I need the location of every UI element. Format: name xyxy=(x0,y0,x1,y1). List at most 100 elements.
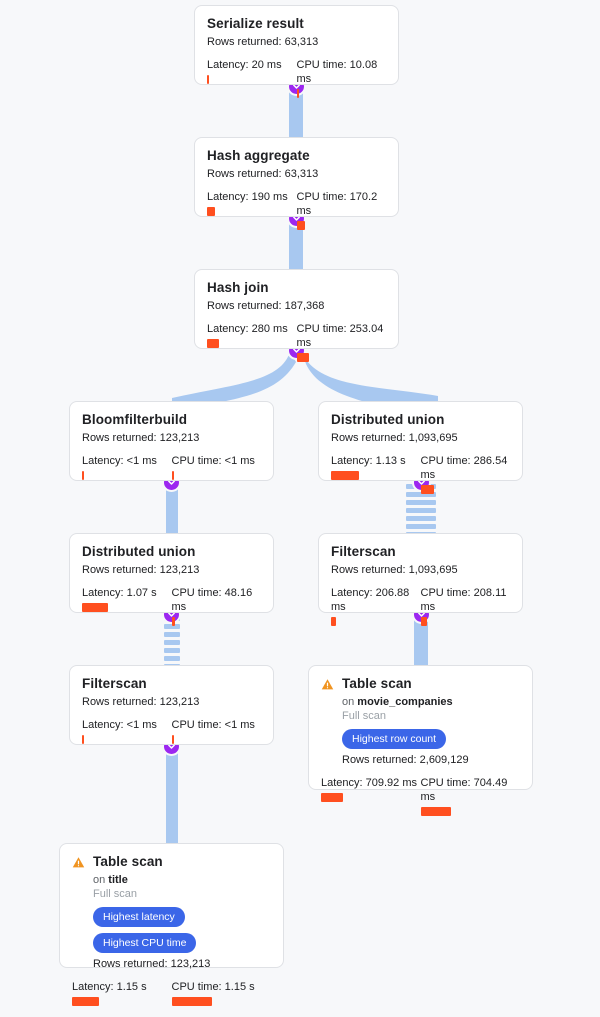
edge-hashjoin-bloomfilterbuild xyxy=(172,352,296,412)
latency-label: Latency: 20 ms xyxy=(207,59,282,71)
node-rows-returned: Rows returned: 63,313 xyxy=(207,168,319,180)
cpu-label: CPU time: 208.11 ms xyxy=(420,587,507,613)
node-title: Bloomfilterbuild xyxy=(82,412,188,427)
latency-metric: Latency: 1.15 s xyxy=(72,980,172,1006)
node-title: Distributed union xyxy=(331,412,445,427)
cpu-metric: CPU time: <1 ms xyxy=(171,454,262,480)
cpu-label: CPU time: 48.16 ms xyxy=(171,587,253,613)
node-metrics: Latency: 206.88 ms CPU time: 208.11 ms xyxy=(331,586,510,626)
plan-node-table-scan-movie-companies[interactable]: Table scan on movie_companies Full scan … xyxy=(308,665,533,816)
node-metrics: Latency: <1 ms CPU time: <1 ms xyxy=(82,454,261,480)
node-rows-returned: Rows returned: 123,213 xyxy=(82,432,200,444)
latency-label: Latency: 280 ms xyxy=(207,323,288,335)
cpu-metric: CPU time: 253.04 ms xyxy=(296,322,387,362)
latency-metric: Latency: <1 ms xyxy=(82,454,172,480)
edge-serialize-hashaggregate xyxy=(289,85,303,137)
latency-label: Latency: <1 ms xyxy=(82,455,157,467)
node-rows-returned: Rows returned: 1,093,695 xyxy=(331,432,458,444)
plan-node-hash-join[interactable]: Hash join Rows returned: 187,368 Latency… xyxy=(194,269,399,362)
node-metrics: Latency: 20 ms CPU time: 10.08 ms xyxy=(207,58,386,98)
edge-hashaggregate-hashjoin xyxy=(289,217,303,269)
cpu-label: CPU time: 286.54 ms xyxy=(420,455,508,481)
cpu-bar xyxy=(420,617,427,626)
cpu-metric: CPU time: 170.2 ms xyxy=(296,190,387,230)
node-rows-returned: Rows returned: 123,213 xyxy=(82,564,200,576)
node-badges: Highest latency Highest CPU time xyxy=(93,907,271,953)
node-title: Table scan xyxy=(93,854,163,869)
latency-metric: Latency: 206.88 ms xyxy=(331,586,421,626)
cpu-metric: CPU time: 1.15 s xyxy=(171,980,272,1006)
cpu-bar xyxy=(296,89,299,98)
latency-label: Latency: 1.15 s xyxy=(72,981,147,993)
cpu-label: CPU time: 704.49 ms xyxy=(420,777,508,803)
node-metrics: Latency: 1.07 s CPU time: 48.16 ms xyxy=(82,586,261,626)
warning-icon xyxy=(72,856,85,874)
edge-filterscan-right-tablescan xyxy=(414,613,428,671)
node-badges: Highest row count xyxy=(342,729,520,749)
cpu-label: CPU time: <1 ms xyxy=(171,455,255,467)
plan-node-filterscan-right[interactable]: Filterscan Rows returned: 1,093,695 Late… xyxy=(318,533,523,626)
node-header-text: Table scan on movie_companies Full scan … xyxy=(342,676,520,768)
plan-node-distributed-union-left[interactable]: Distributed union Rows returned: 123,213… xyxy=(69,533,274,626)
cpu-bar xyxy=(296,353,309,362)
latency-label: Latency: 1.07 s xyxy=(82,587,157,599)
plan-node-distributed-union-right[interactable]: Distributed union Rows returned: 1,093,6… xyxy=(318,401,523,494)
node-table-line: on title xyxy=(93,873,271,887)
latency-bar xyxy=(331,617,336,626)
cpu-bar xyxy=(420,807,451,816)
node-rows-returned: Rows returned: 1,093,695 xyxy=(331,564,458,576)
node-rows-returned: Rows returned: 123,213 xyxy=(82,696,200,708)
plan-node-hash-aggregate[interactable]: Hash aggregate Rows returned: 63,313 Lat… xyxy=(194,137,399,230)
cpu-bar xyxy=(420,485,434,494)
cpu-bar xyxy=(171,997,212,1006)
latency-label: Latency: 190 ms xyxy=(207,191,288,203)
node-scan-type: Full scan xyxy=(93,888,138,900)
cpu-bar xyxy=(171,471,174,480)
latency-metric: Latency: 709.92 ms xyxy=(321,776,421,816)
node-metrics: Latency: 190 ms CPU time: 170.2 ms xyxy=(207,190,386,230)
node-metrics: Latency: 1.13 s CPU time: 286.54 ms xyxy=(331,454,510,494)
latency-metric: Latency: 1.13 s xyxy=(331,454,421,494)
cpu-label: CPU time: 10.08 ms xyxy=(296,59,378,85)
node-metrics: Latency: 280 ms CPU time: 253.04 ms xyxy=(207,322,386,362)
latency-label: Latency: 709.92 ms xyxy=(321,777,418,789)
latency-label: Latency: 206.88 ms xyxy=(331,587,410,613)
cpu-label: CPU time: 1.15 s xyxy=(171,981,255,993)
plan-node-filterscan-left[interactable]: Filterscan Rows returned: 123,213 Latenc… xyxy=(69,665,274,745)
node-title: Filterscan xyxy=(82,676,147,691)
badge-highest-cpu-time[interactable]: Highest CPU time xyxy=(93,933,197,953)
latency-bar xyxy=(82,603,108,612)
table-name: title xyxy=(108,874,128,886)
latency-metric: Latency: 190 ms xyxy=(207,190,297,230)
cpu-label: CPU time: <1 ms xyxy=(171,719,255,731)
node-rows-returned: Rows returned: 63,313 xyxy=(207,36,319,48)
node-scan-type: Full scan xyxy=(342,710,387,722)
badge-highest-row-count[interactable]: Highest row count xyxy=(342,729,447,749)
on-prefix: on xyxy=(342,696,358,708)
latency-bar xyxy=(331,471,359,480)
node-title: Table scan xyxy=(342,676,412,691)
cpu-bar xyxy=(171,735,174,744)
latency-bar xyxy=(207,207,215,216)
latency-bar xyxy=(82,735,84,744)
latency-metric: Latency: 280 ms xyxy=(207,322,297,362)
cpu-label: CPU time: 253.04 ms xyxy=(296,323,384,349)
node-header: Table scan on title Full scan Highest la… xyxy=(72,854,271,972)
plan-node-table-scan-title[interactable]: Table scan on title Full scan Highest la… xyxy=(59,843,284,1006)
plan-node-bloomfilterbuild[interactable]: Bloomfilterbuild Rows returned: 123,213 … xyxy=(69,401,274,481)
node-metrics: Latency: 709.92 ms CPU time: 704.49 ms xyxy=(321,776,520,816)
latency-bar xyxy=(72,997,99,1006)
node-rows-returned: Rows returned: 187,368 xyxy=(207,300,325,312)
plan-node-serialize-result[interactable]: Serialize result Rows returned: 63,313 L… xyxy=(194,5,399,98)
cpu-metric: CPU time: 48.16 ms xyxy=(171,586,262,626)
edge-filterscan-left-tablescan xyxy=(166,745,178,845)
node-title: Hash join xyxy=(207,280,269,295)
latency-metric: Latency: 20 ms xyxy=(207,58,297,98)
cpu-bar xyxy=(171,617,175,626)
cpu-metric: CPU time: 208.11 ms xyxy=(420,586,511,626)
node-title: Serialize result xyxy=(207,16,304,31)
node-table-line: on movie_companies xyxy=(342,695,520,709)
badge-highest-latency[interactable]: Highest latency xyxy=(93,907,185,927)
cpu-metric: CPU time: 286.54 ms xyxy=(420,454,511,494)
